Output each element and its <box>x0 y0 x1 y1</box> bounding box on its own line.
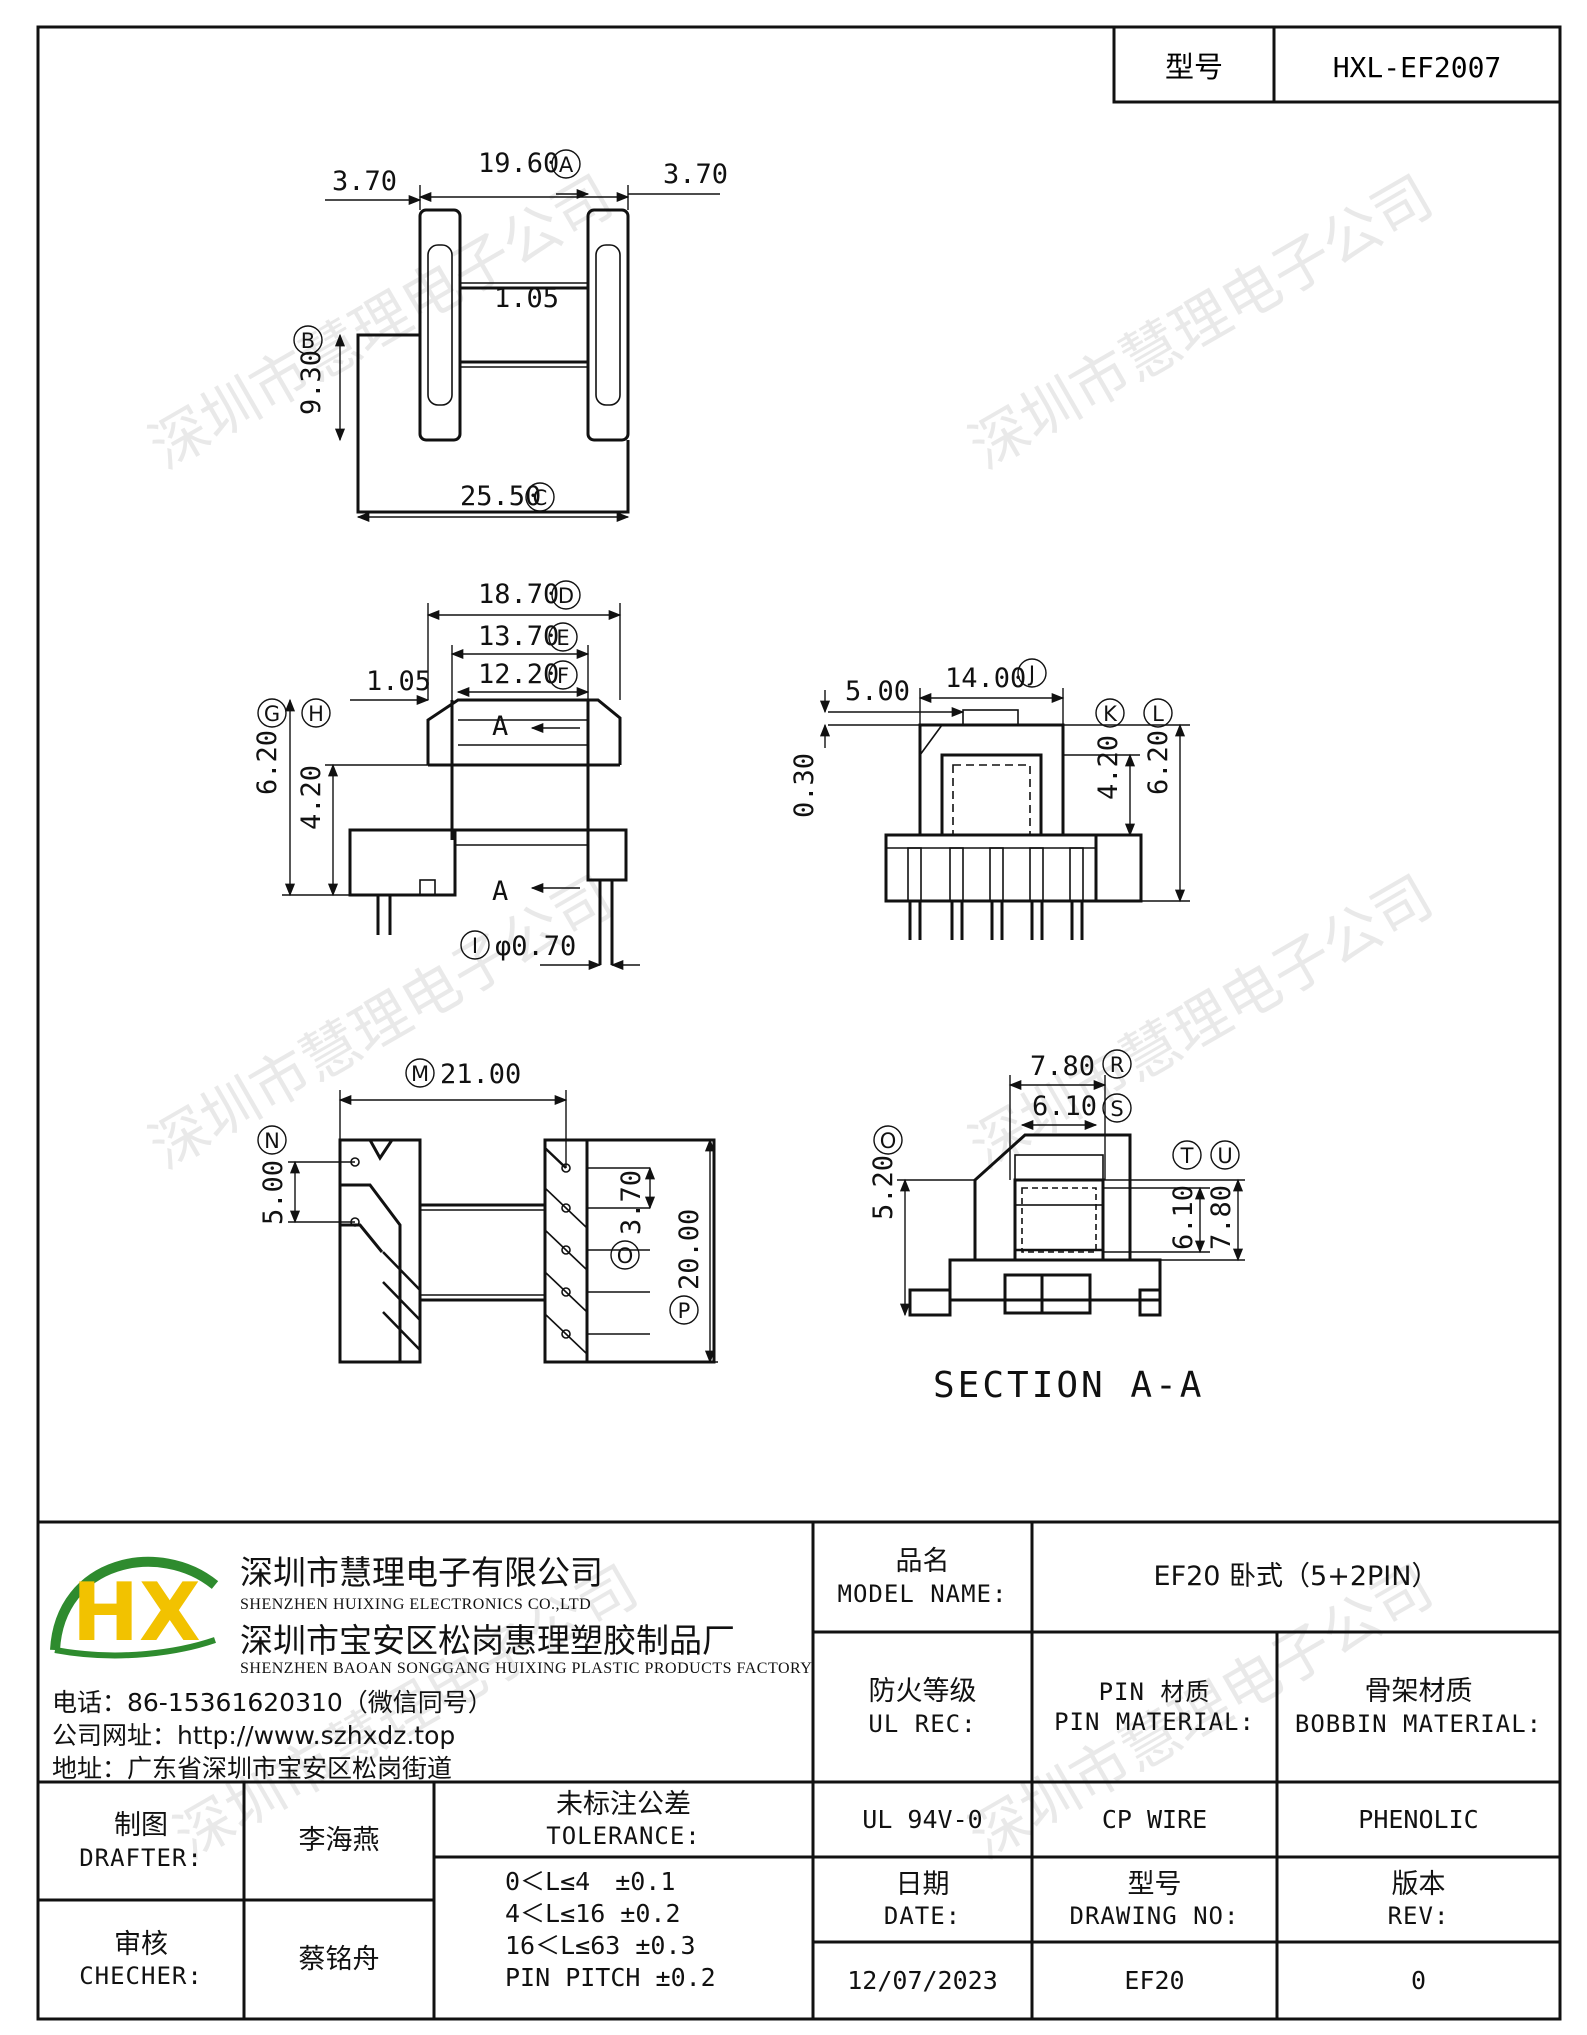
svg-text:U: U <box>1217 1144 1232 1168</box>
dim-A: 19.60 <box>478 148 559 179</box>
svg-text:L: L <box>1152 702 1164 726</box>
drawing-no-value: EF20 <box>1124 1965 1185 1995</box>
dim-C: 25.50 <box>460 481 541 512</box>
svg-text:K: K <box>1103 702 1118 726</box>
dim-T: 6.10 <box>1168 1185 1199 1250</box>
dim-left-flange: 3.70 <box>332 166 397 197</box>
svg-text:C: C <box>533 486 548 510</box>
section-view: 7.80 R 6.10 S O 5.20 6.10 7.80 T U SECTI… <box>868 1049 1245 1406</box>
dim-U: 7.80 <box>1206 1185 1237 1250</box>
dim-F: 12.20 <box>478 659 559 690</box>
tolerance-line: PIN PITCH ±0.2 <box>505 1963 716 1992</box>
section-title: SECTION A-A <box>933 1365 1204 1406</box>
svg-text:F: F <box>557 664 569 688</box>
svg-text:R: R <box>1110 1053 1125 1077</box>
company-name-en: SHENZHEN HUIXING ELECTRONICS CO.,LTD <box>240 1596 592 1613</box>
section-mark-bottom: A <box>492 876 508 907</box>
model-header-box <box>1112 25 1562 104</box>
pin-material-value: CP WIRE <box>1101 1804 1208 1834</box>
dim-I: φ0.70 <box>495 931 576 962</box>
dim-E: 13.70 <box>478 621 559 652</box>
svg-text:J: J <box>1027 662 1035 686</box>
svg-text:H: H <box>308 702 324 726</box>
dim-side-offset: 5.00 <box>845 676 910 707</box>
model-header-value: HXL-EF2007 <box>1333 51 1502 84</box>
model-header-label: 型号 <box>1165 50 1223 84</box>
title-block-grid <box>38 1520 1560 2019</box>
tolerance-table: 0＜L≤4 ±0.1 4＜L≤16 ±0.2 16＜L≤63 ±0.3 PIN … <box>505 1866 805 1994</box>
svg-text:G: G <box>264 702 280 726</box>
svg-text:HX: HX <box>72 1566 201 1659</box>
dim-D: 18.70 <box>478 579 559 610</box>
svg-text:N: N <box>264 1129 280 1153</box>
company-phone: 电话：86-15361620310（微信同号） <box>52 1688 493 1717</box>
top-view: 19.60 A 3.70 3.70 1.05 9.30 B 25.50 C <box>293 148 728 523</box>
product-name: EF20 卧式（5+2PIN） <box>1153 1561 1439 1593</box>
svg-text:E: E <box>556 626 569 650</box>
dim-J: 14.00 <box>945 663 1026 694</box>
svg-text:A: A <box>559 153 574 177</box>
dim-P: 20.00 <box>674 1209 705 1290</box>
company-name-cn: 深圳市慧理电子有限公司 <box>240 1553 603 1592</box>
dim-N: 5.00 <box>258 1160 289 1225</box>
svg-text:深圳市慧理电子公司: 深圳市慧理电子公司 <box>138 162 624 482</box>
svg-text:S: S <box>1110 1097 1123 1121</box>
svg-text:P: P <box>678 1299 691 1323</box>
bobbin-material-value: PHENOLIC <box>1358 1804 1479 1834</box>
factory-name-cn: 深圳市宝安区松岗惠理塑胶制品厂 <box>240 1621 735 1660</box>
drafter-name: 李海燕 <box>298 1825 380 1857</box>
dim-B: 9.30 <box>296 350 327 415</box>
bottom-view: M 21.00 N 5.00 3.70 O 20.00 P <box>257 1058 718 1364</box>
side-view: 14.00 J 5.00 0.30 4.20 K 6.20 L <box>789 658 1190 940</box>
dim-R: 7.80 <box>1030 1051 1095 1082</box>
tolerance-line: 0＜L≤4 ±0.1 <box>505 1867 676 1896</box>
outer-border <box>36 25 1562 2021</box>
dim-right-flange: 3.70 <box>663 159 728 190</box>
svg-text:O: O <box>617 1244 634 1268</box>
dim-side-small: 0.30 <box>789 753 820 818</box>
svg-text:B: B <box>301 329 315 353</box>
svg-text:T: T <box>1180 1144 1194 1168</box>
dim-L: 6.20 <box>1143 730 1174 795</box>
svg-text:深圳市慧理电子公司: 深圳市慧理电子公司 <box>958 162 1444 482</box>
company-address: 地址：广东省深圳市宝安区松岗街道 <box>52 1754 453 1783</box>
svg-text:I: I <box>472 934 478 958</box>
svg-text:深圳市慧理电子公司: 深圳市慧理电子公司 <box>138 862 624 1182</box>
section-mark-top: A <box>492 711 508 742</box>
tolerance-line: 16＜L≤63 ±0.3 <box>505 1931 696 1960</box>
date-value: 12/07/2023 <box>847 1965 998 1995</box>
dim-O: 3.70 <box>616 1170 647 1235</box>
ul-rating-value: UL 94V-0 <box>862 1804 983 1834</box>
svg-text:O: O <box>880 1129 897 1153</box>
svg-text:M: M <box>411 1062 429 1086</box>
rev-value: 0 <box>1410 1965 1427 1995</box>
dim-H: 4.20 <box>296 765 327 830</box>
dim-S: 6.10 <box>1032 1091 1097 1122</box>
dim-core-gap: 1.05 <box>494 283 559 314</box>
dim-front-offset: 1.05 <box>366 666 431 697</box>
tolerance-line: 4＜L≤16 ±0.2 <box>505 1899 681 1928</box>
front-view: 18.70 D 13.70 E 12.20 F 1.05 A A 6.20 G … <box>252 579 640 971</box>
dim-M: 21.00 <box>440 1059 521 1090</box>
company-logo: HX <box>50 1556 219 1659</box>
dim-K: 4.20 <box>1093 735 1124 800</box>
svg-text:D: D <box>558 584 574 608</box>
factory-name-en: SHENZHEN BAOAN SONGGANG HUIXING PLASTIC … <box>240 1660 813 1677</box>
company-website: 公司网址：http://www.szhxdz.top <box>52 1721 456 1750</box>
dim-Q: 5.20 <box>868 1155 899 1220</box>
dim-G: 6.20 <box>252 730 283 795</box>
checker-name: 蔡铭舟 <box>298 1943 380 1975</box>
